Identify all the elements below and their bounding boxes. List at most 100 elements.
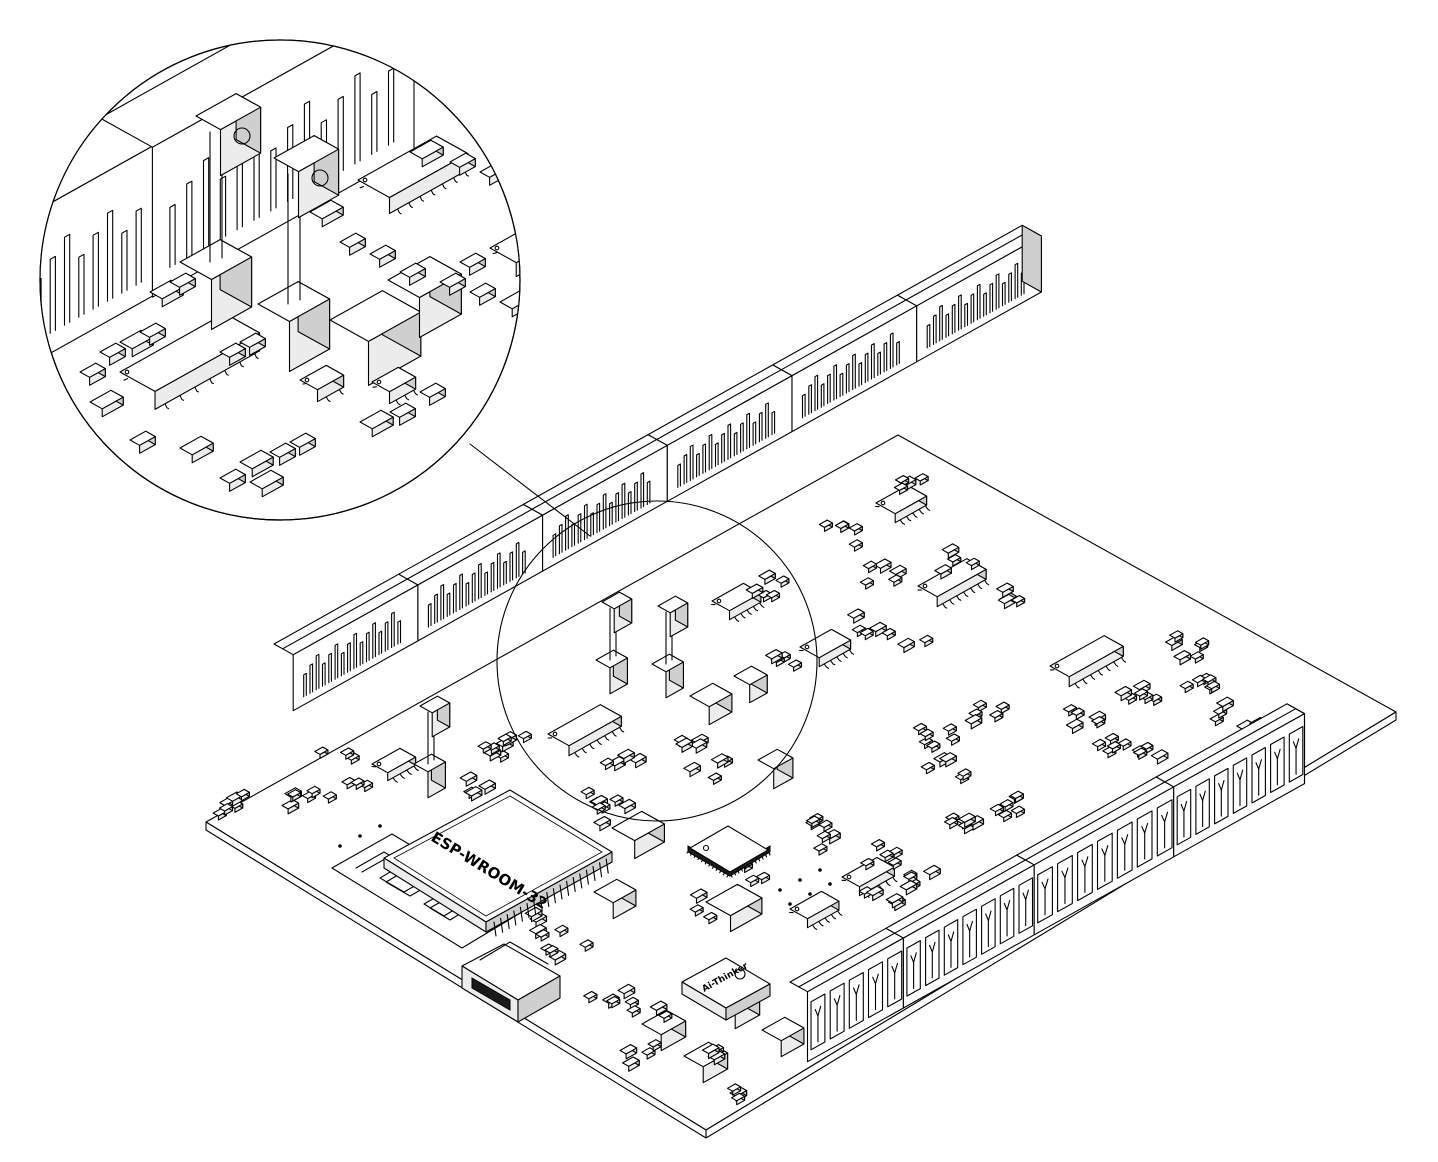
smd-passive (726, 1083, 742, 1096)
header-base (595, 649, 628, 695)
magnified-detail (40, 40, 520, 498)
smd-passive (926, 740, 941, 753)
jumper-cap (601, 591, 633, 634)
smd-passive (806, 815, 821, 829)
module-pin (500, 917, 504, 933)
zoom-smd-passive (369, 244, 396, 268)
esp-module: ESP-WROOM-32 (331, 789, 613, 949)
back-connector-block (398, 503, 544, 642)
smd-passive (1150, 749, 1169, 765)
jumper-header (651, 595, 689, 699)
back-connector-block (273, 573, 419, 712)
zoom-inductor (329, 290, 422, 386)
pin1-mark (794, 906, 800, 912)
smd-passive (314, 746, 329, 759)
smd-passive (1173, 650, 1192, 666)
soic-chip (547, 704, 625, 758)
smd-passive (964, 714, 983, 730)
smd-passive (1179, 680, 1194, 694)
zoom-smd-passive (99, 342, 126, 366)
module-pin (546, 891, 550, 907)
smd-passive (755, 871, 771, 885)
zoom-smd-passive (359, 409, 394, 438)
smd-passive (1216, 696, 1234, 713)
smd-passive (899, 880, 918, 896)
zoom-jumper-header (179, 93, 262, 331)
smd-passive (477, 741, 492, 754)
pin1-mark (552, 731, 558, 737)
zoom-header-base (179, 239, 253, 331)
inductor (733, 665, 768, 704)
smd-passive (345, 752, 360, 765)
zoom-jumper-cap (273, 135, 340, 219)
smd-passive (893, 482, 909, 495)
zoom-smd-passive (469, 282, 496, 306)
smd-passive (920, 761, 935, 775)
smd-passive (617, 748, 635, 765)
smd-passive (997, 809, 1013, 823)
smd-passive (689, 888, 708, 904)
smd-passive (947, 554, 962, 567)
via-dot (828, 882, 832, 886)
smd-passive (730, 1092, 746, 1106)
zoom-smd-passive (79, 362, 106, 386)
smd-passive (1189, 651, 1204, 664)
module-pin (552, 888, 556, 904)
smd-passive (544, 945, 559, 958)
zoom-jumper-clip (233, 127, 251, 145)
zoom-smd-passive (409, 139, 444, 168)
via-dot (338, 844, 342, 848)
zoom-smd-passive (339, 232, 366, 256)
smd-passive (622, 1056, 640, 1072)
zoom-smd-passive (439, 272, 466, 296)
smd-passive (218, 803, 234, 816)
smd-passive (710, 753, 729, 769)
jumper-header (595, 591, 633, 695)
magnifier-target-circle (496, 500, 818, 822)
smd-passive (649, 1000, 668, 1016)
module-pin (519, 906, 523, 922)
smd-passive (478, 779, 496, 795)
zoom-smd-passive (179, 435, 214, 464)
smd-passive (464, 786, 483, 802)
smd-passive (535, 929, 550, 942)
smd-passive (609, 794, 624, 807)
smd-passive (707, 772, 722, 785)
pin1-mark (716, 598, 722, 604)
module-pin (592, 865, 596, 882)
smd-passive (999, 799, 1014, 812)
module-pin (566, 880, 570, 896)
smd-passive (879, 849, 894, 863)
zoom-smd-passive (219, 342, 246, 366)
via-dot (818, 868, 822, 872)
smd-passive (322, 791, 337, 804)
usb-port-opening (471, 977, 511, 1011)
zoom-smd-passive (219, 468, 246, 492)
terminal-block (789, 927, 904, 1063)
magnifier-outline (39, 39, 521, 521)
terminal-block (1016, 776, 1175, 936)
zoom-smd-passive (399, 262, 426, 286)
module-pin (585, 869, 589, 885)
smd-passive (934, 564, 952, 580)
inductor (593, 878, 637, 920)
ic-body (1049, 635, 1124, 688)
smd-passive (1169, 630, 1184, 643)
jumper-cap (657, 595, 689, 638)
via-dot (798, 878, 802, 882)
terminal-block (885, 854, 1035, 1009)
smd-passive (923, 864, 941, 881)
soic-chip (917, 558, 990, 609)
usb-connector (461, 941, 561, 1023)
module-pin (559, 884, 563, 900)
smd-passive (606, 995, 621, 1009)
smd-passive (885, 893, 904, 909)
pin1-mark (804, 644, 810, 650)
smd-passive (888, 574, 903, 587)
zoom-smd-passive (269, 442, 296, 466)
smd-passive (745, 583, 764, 599)
front-terminal-blocks (789, 703, 1306, 1063)
zoom-smd-passive (309, 199, 344, 228)
